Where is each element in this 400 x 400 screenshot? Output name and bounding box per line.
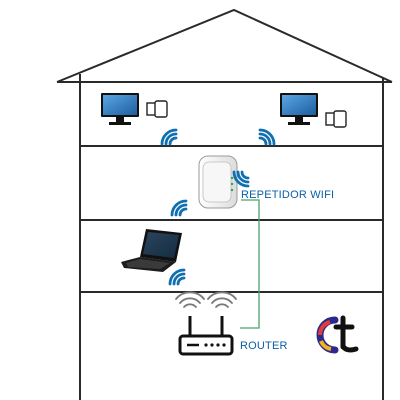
brand-logo [316, 315, 359, 354]
monitor-icon-left [101, 93, 139, 125]
wifi-signal-icon-top-left [160, 128, 178, 146]
wifi-signal-icon-top-right [258, 128, 276, 146]
laptop-icon [121, 229, 182, 272]
wifi-signal-icon-router-right [207, 291, 237, 308]
router-icon [178, 316, 234, 356]
ethernet-cable [240, 199, 260, 329]
wifi-signal-icon-repeater-left [170, 199, 188, 217]
router-label: ROUTER [240, 340, 288, 352]
usb-wifi-adapter-icon-left [146, 100, 168, 118]
usb-wifi-adapter-icon-right [325, 110, 347, 128]
house-outline [56, 8, 393, 400]
wifi-signal-icon-laptop [168, 268, 186, 286]
roof [56, 8, 393, 83]
repeater-label: REPETIDOR WIFI [241, 189, 334, 201]
repeater-icon [198, 155, 238, 209]
wifi-signal-icon-router-left [175, 291, 205, 308]
monitor-icon-right [280, 93, 318, 125]
